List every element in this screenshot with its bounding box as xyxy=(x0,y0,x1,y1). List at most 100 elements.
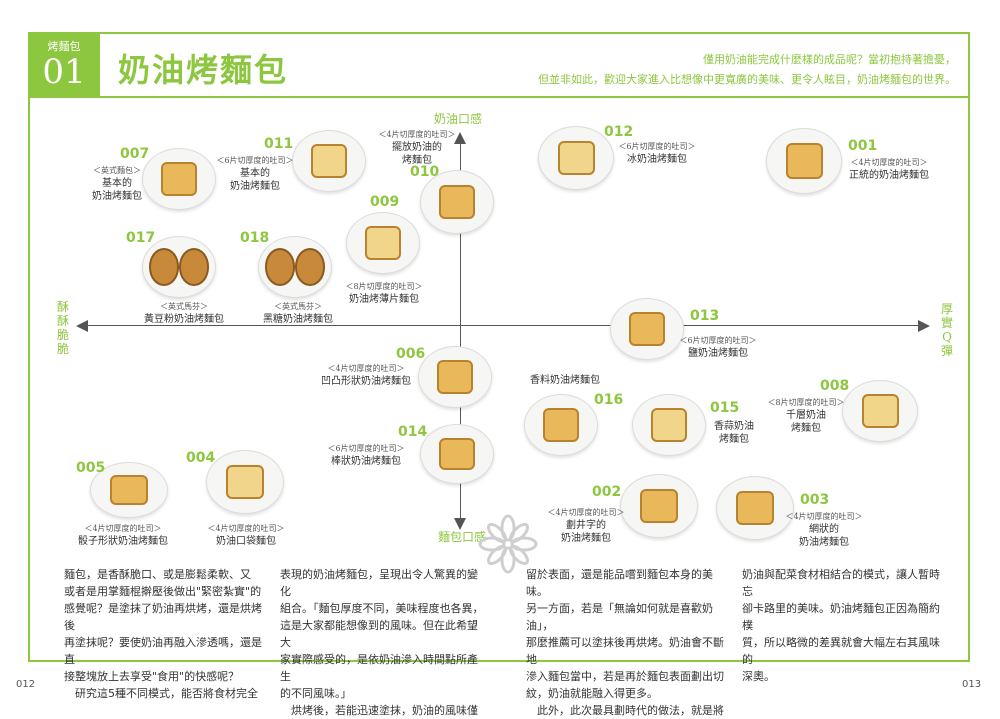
toast-plate-002 xyxy=(620,474,698,538)
arrow-up-icon xyxy=(454,132,466,144)
toast-plate-013 xyxy=(610,298,684,360)
body-line: 卻卡路里的美味。奶油烤麵包正因為簡約樸 xyxy=(742,602,940,632)
toast-plate-006 xyxy=(418,346,492,408)
body-line: 家實際感受的，是依奶油滲入時間點所產生 xyxy=(280,653,478,683)
body-line: 這是大家都能想像到的風味。但在此希望大 xyxy=(280,619,478,649)
toast-plate-001 xyxy=(766,128,842,194)
item-number: 017 xyxy=(126,230,156,246)
toast-plate-009 xyxy=(346,212,420,274)
body-line: 此外，此次最具劃時代的做法，就是將 xyxy=(526,704,724,717)
page-number-left: 012 xyxy=(16,679,36,690)
body-line: 奶油與配菜食材相結合的模式，讓人暫時忘 xyxy=(742,568,940,598)
body-line: 另一方面，若是「無論如何就是喜歡奶油」， xyxy=(526,602,713,632)
item-caption: ＜6片切厚度的吐司＞基本的奶油烤麵包 xyxy=(216,156,294,192)
arrow-left-icon xyxy=(76,320,88,332)
item-number: 006 xyxy=(396,346,426,362)
axis-label-left: 酥酥脆脆 xyxy=(56,300,69,356)
item-number: 009 xyxy=(370,194,400,210)
toast-plate-004 xyxy=(206,450,284,514)
item-number: 005 xyxy=(76,460,106,476)
item-caption: ＜英式馬芬＞黑糖奶油烤麵包 xyxy=(263,302,333,325)
page-title: 奶油烤麵包 xyxy=(118,51,289,89)
toast-plate-007 xyxy=(142,148,216,210)
item-number: 001 xyxy=(848,138,878,154)
item-number: 010 xyxy=(410,164,440,180)
intro-line-2: 但並非如此，歡迎大家進入比想像中更寬廣的美味、更令人眩目，奶油烤麵包的世界。 xyxy=(538,73,956,86)
item-caption: ＜4片切厚度的吐司＞骰子形狀奶油烤麵包 xyxy=(78,524,168,547)
body-line: 麵包，是香酥脆口、或是膨鬆柔軟、又 xyxy=(64,568,251,581)
body-line: 的不同風味。」 xyxy=(280,687,352,700)
item-caption: ＜6片切厚度的吐司＞棒狀奶油烤麵包 xyxy=(327,444,405,467)
item-caption: ＜4片切厚度的吐司＞網狀的奶油烤麵包 xyxy=(785,512,863,548)
body-line: 深奧。 xyxy=(742,670,775,683)
item-caption: ＜6片切厚度的吐司＞冰奶油烤麵包 xyxy=(618,142,696,165)
section-number: 01 xyxy=(42,52,86,92)
item-number: 012 xyxy=(604,124,634,140)
horizontal-axis xyxy=(84,325,920,326)
section-badge: 烤麵包 01 xyxy=(28,32,100,98)
toast-plate-014 xyxy=(420,424,494,484)
body-line: 質，所以略微的差異就會大幅左右其風味的 xyxy=(742,636,940,666)
item-number: 016 xyxy=(594,392,624,408)
body-column-1: 麵包，是香酥脆口、或是膨鬆柔軟、又 或者是用掌麵棍擀壓後做出"緊密紮實"的 感覺… xyxy=(64,566,270,702)
item-caption: ＜4片切厚度的吐司＞正統的奶油烤麵包 xyxy=(849,158,929,181)
item-number: 018 xyxy=(240,230,270,246)
item-caption: ＜4片切厚度的吐司＞擺放奶油的烤麵包 xyxy=(378,130,456,166)
vertical-axis xyxy=(460,142,461,520)
item-caption: ＜英式馬芬＞黃豆粉奶油烤麵包 xyxy=(144,302,224,325)
item-caption: 香蒜奶油烤麵包 xyxy=(714,421,754,445)
toast-plate-005 xyxy=(90,462,168,518)
body-line: 感覺呢？是塗抹了奶油再烘烤，還是烘烤後 xyxy=(64,602,262,632)
toast-plate-011 xyxy=(292,130,366,192)
body-line: 研究這5種不同模式，能否將食材完全 xyxy=(64,687,258,700)
arrow-down-icon xyxy=(454,518,466,530)
toast-plate-010 xyxy=(420,170,494,234)
toast-plate-008 xyxy=(842,380,918,442)
axis-label-top: 奶油口感 xyxy=(434,112,483,126)
axis-label-bottom: 麵包口感 xyxy=(438,530,487,544)
item-number: 013 xyxy=(690,308,720,324)
item-caption: ＜英式麵包＞基本的奶油烤麵包 xyxy=(92,166,142,202)
body-line: 再塗抹呢？要使奶油再融入滲透嗎，還是直 xyxy=(64,636,262,666)
page-number-right: 013 xyxy=(962,679,982,690)
body-line: 或者是用掌麵棍擀壓後做出"緊密紮實"的 xyxy=(64,585,262,598)
item-number: 004 xyxy=(186,450,216,466)
flower-watermark-icon xyxy=(478,514,538,574)
section-label: 烤麵包 xyxy=(47,40,81,53)
body-column-3: 留於表面，還是能品嚐到麵包本身的美味。 另一方面，若是「無論如何就是喜歡奶油」，… xyxy=(526,566,732,719)
item-caption: ＜4片切厚度的吐司＞凹凸形狀奶油烤麵包 xyxy=(321,364,411,387)
item-number: 014 xyxy=(398,424,428,440)
item-caption: ＜8片切厚度的吐司＞奶油烤薄片麵包 xyxy=(345,282,423,305)
intro-line-1: 僅用奶油能完成什麼樣的成品呢？當初抱持著擔憂， xyxy=(703,53,956,66)
item-number: 015 xyxy=(710,400,740,416)
item-number: 011 xyxy=(264,136,294,152)
item-number: 002 xyxy=(592,484,622,500)
toast-plate-012 xyxy=(538,126,614,190)
muffin-plate-018 xyxy=(258,236,332,298)
toast-plate-003 xyxy=(716,476,794,540)
item-caption: ＜8片切厚度的吐司＞千層奶油烤麵包 xyxy=(767,398,845,434)
body-line: 烘烤後，若能迅速塗抹，奶油的風味僅 xyxy=(280,704,478,717)
body-column-2: 表現的奶油烤麵包，呈現出令人驚異的變化 組合。「麵包厚度不同，美味程度也各異， … xyxy=(280,566,486,719)
body-line: 紋，奶油就能融入得更多。 xyxy=(526,687,658,700)
toast-plate-016 xyxy=(524,394,598,456)
intro-text: 僅用奶油能完成什麼樣的成品呢？當初抱持著擔憂， 但並非如此，歡迎大家進入比想像中… xyxy=(496,50,956,90)
body-line: 表現的奶油烤麵包，呈現出令人驚異的變化 xyxy=(280,568,478,598)
body-line: 接整塊放上去享受"食用"的快感呢？ xyxy=(64,670,240,683)
body-line: 滲入麵包當中，若是再於麵包表面劃出切 xyxy=(526,670,724,683)
item-caption: ＜6片切厚度的吐司＞鹽奶油烤麵包 xyxy=(679,336,757,359)
item-caption: ＜4片切厚度的吐司＞劃井字的奶油烤麵包 xyxy=(547,508,625,544)
item-caption: 香料奶油烤麵包 xyxy=(530,375,600,386)
body-line: 組合。「麵包厚度不同，美味程度也各異， xyxy=(280,602,484,615)
body-column-4: 奶油與配菜食材相結合的模式，讓人暫時忘 卻卡路里的美味。奶油烤麵包正因為簡約樸 … xyxy=(742,566,948,685)
item-caption: ＜4片切厚度的吐司＞奶油口袋麵包 xyxy=(207,524,285,547)
item-number: 003 xyxy=(800,492,830,508)
body-line: 那麼推薦可以塗抹後再烘烤。奶油會不斷地 xyxy=(526,636,724,666)
title-bar xyxy=(28,32,970,98)
item-number: 007 xyxy=(120,146,150,162)
toast-plate-015 xyxy=(632,394,706,456)
page-frame xyxy=(28,32,970,662)
axis-label-right: 厚實Q彈 xyxy=(940,302,953,358)
item-number: 008 xyxy=(820,378,850,394)
muffin-plate-017 xyxy=(142,236,216,298)
